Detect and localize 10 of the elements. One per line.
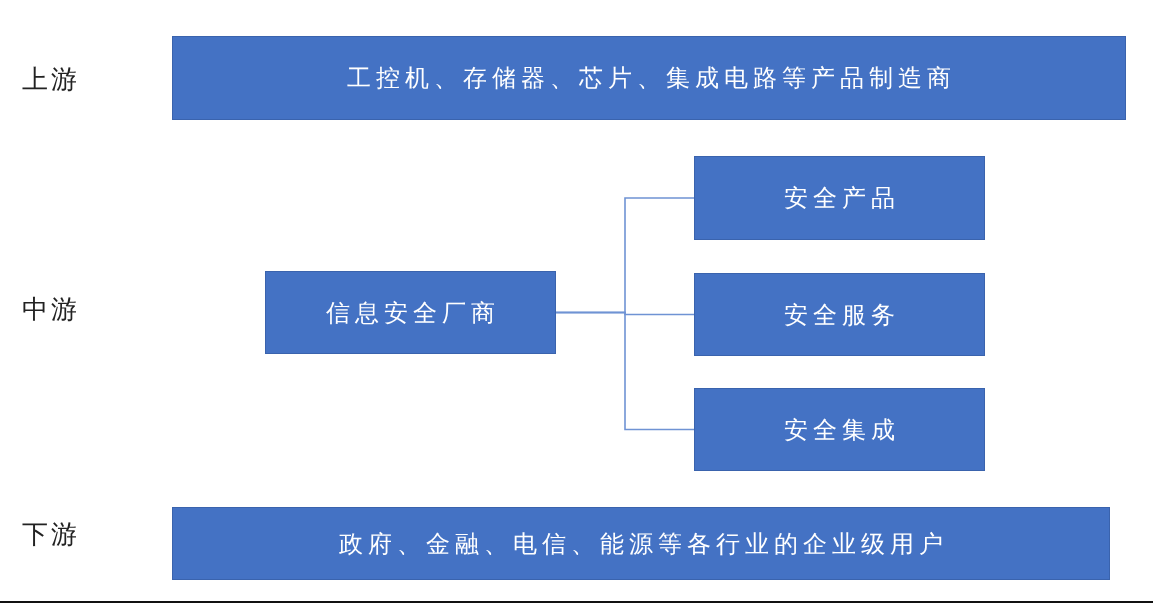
stage-label: 中游: [22, 295, 80, 325]
process-box: 安全集成: [694, 388, 985, 471]
connector-line: [555, 311, 695, 431]
process-box: 政府、金融、电信、能源等各行业的企业级用户: [172, 507, 1110, 580]
process-box: 信息安全厂商: [265, 271, 556, 354]
stage-label: 下游: [22, 520, 80, 550]
stage-label: 上游: [22, 65, 80, 95]
process-box: 工控机、存储器、芯片、集成电路等产品制造商: [172, 36, 1126, 120]
process-box: 安全服务: [694, 273, 985, 356]
process-box: 安全产品: [694, 156, 985, 240]
